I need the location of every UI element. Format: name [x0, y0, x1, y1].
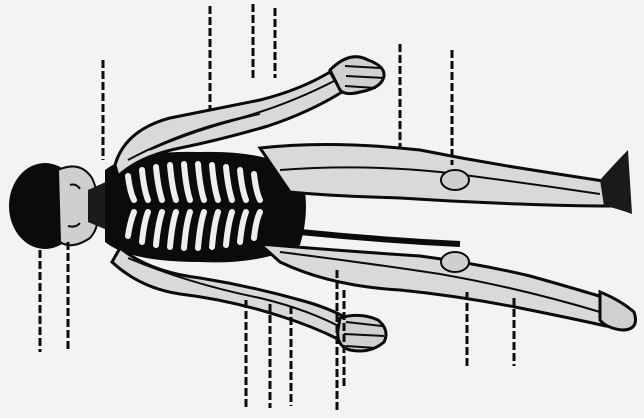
head	[9, 163, 97, 249]
